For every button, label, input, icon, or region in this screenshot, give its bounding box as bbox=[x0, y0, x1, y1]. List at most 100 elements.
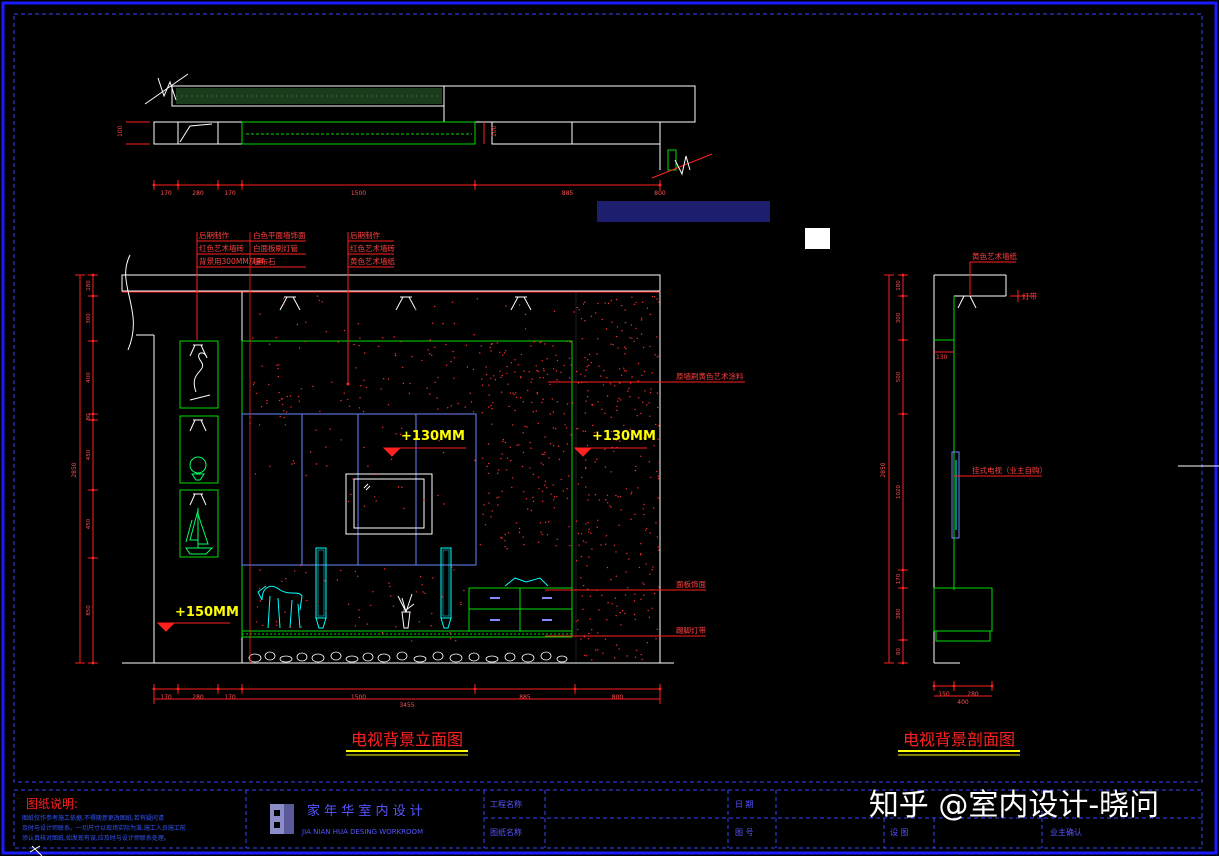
texture-dot bbox=[541, 360, 543, 362]
texture-dot bbox=[583, 636, 586, 638]
texture-dot bbox=[512, 424, 514, 426]
decor-object bbox=[504, 577, 549, 587]
texture-dot bbox=[544, 451, 546, 454]
texture-dot bbox=[602, 384, 605, 386]
texture-dot bbox=[490, 516, 492, 518]
spotlight-icon bbox=[279, 296, 301, 311]
texture-dot bbox=[566, 488, 568, 490]
texture-dot bbox=[539, 376, 541, 379]
texture-dot bbox=[392, 605, 395, 607]
texture-dot bbox=[498, 469, 500, 471]
texture-dot bbox=[485, 366, 487, 368]
texture-dot bbox=[282, 297, 285, 300]
texture-dot bbox=[502, 438, 504, 441]
texture-dot bbox=[315, 429, 317, 431]
texture-dot bbox=[642, 401, 644, 403]
texture-dot bbox=[255, 392, 258, 395]
texture-dot bbox=[631, 337, 633, 340]
sect-dim-node bbox=[990, 684, 994, 688]
texture-dot bbox=[524, 425, 526, 427]
texture-dot bbox=[432, 436, 435, 438]
texture-dot bbox=[285, 578, 287, 580]
texture-dot bbox=[401, 427, 403, 429]
texture-dot bbox=[488, 462, 490, 465]
texture-dot bbox=[651, 607, 653, 609]
texture-dot bbox=[350, 493, 352, 496]
texture-dot bbox=[658, 461, 660, 464]
texture-dot bbox=[429, 393, 431, 395]
texture-dot bbox=[590, 532, 592, 534]
elev-vdim-label: 450 bbox=[86, 449, 92, 460]
elevation-view bbox=[121, 232, 745, 664]
sect-vdim-label: 500 bbox=[896, 371, 902, 382]
texture-dot bbox=[624, 594, 627, 596]
texture-dot bbox=[325, 330, 328, 333]
texture-dot bbox=[479, 543, 481, 546]
texture-dot bbox=[526, 426, 528, 428]
cursor-mark bbox=[29, 845, 43, 856]
texture-dot bbox=[383, 568, 386, 570]
svg-text:100: 100 bbox=[117, 125, 124, 137]
texture-dot bbox=[580, 373, 582, 375]
texture-dot bbox=[575, 560, 578, 562]
texture-dot bbox=[336, 579, 338, 581]
texture-dot bbox=[635, 649, 638, 651]
texture-dot bbox=[500, 376, 502, 379]
texture-dot bbox=[616, 644, 618, 646]
texture-dot bbox=[546, 534, 549, 536]
texture-dot bbox=[527, 508, 529, 510]
texture-dot bbox=[505, 350, 507, 352]
texture-dot bbox=[643, 370, 646, 373]
texture-dot bbox=[481, 384, 484, 386]
texture-dot bbox=[343, 329, 346, 332]
texture-dot bbox=[442, 452, 445, 454]
texture-dot bbox=[284, 611, 286, 613]
texture-dot bbox=[553, 445, 555, 447]
sect-dim-node bbox=[952, 684, 956, 688]
texture-dot bbox=[569, 377, 571, 379]
texture-dot bbox=[542, 368, 545, 370]
texture-dot bbox=[504, 441, 507, 444]
texture-dot bbox=[626, 552, 628, 555]
texture-dot bbox=[604, 412, 606, 414]
texture-dot bbox=[563, 450, 565, 453]
texture-dot bbox=[616, 409, 618, 412]
texture-dot bbox=[641, 658, 643, 661]
texture-dot bbox=[613, 385, 616, 387]
texture-dot bbox=[427, 349, 429, 351]
texture-dot bbox=[354, 625, 357, 627]
texture-dot bbox=[658, 425, 660, 427]
texture-dot bbox=[590, 315, 593, 317]
texture-dot bbox=[319, 410, 321, 412]
texture-dot bbox=[276, 364, 278, 366]
texture-dot bbox=[434, 346, 436, 349]
texture-dot bbox=[585, 541, 587, 544]
texture-dot bbox=[585, 369, 587, 371]
texture-dot bbox=[520, 397, 522, 399]
texture-dot bbox=[556, 538, 558, 541]
texture-dot bbox=[649, 532, 651, 534]
texture-dot bbox=[640, 333, 643, 335]
texture-dot bbox=[641, 317, 643, 319]
texture-dot bbox=[635, 465, 637, 467]
svg-text:100: 100 bbox=[491, 125, 498, 137]
texture-dot bbox=[623, 367, 625, 369]
texture-dot bbox=[616, 605, 618, 607]
vase-plant-icon bbox=[397, 593, 415, 629]
texture-dot bbox=[290, 406, 292, 408]
texture-dot bbox=[363, 505, 366, 507]
texture-dot bbox=[451, 301, 454, 303]
texture-dot bbox=[382, 337, 384, 339]
texture-dot bbox=[542, 398, 544, 400]
texture-dot bbox=[657, 438, 659, 440]
texture-dot bbox=[630, 493, 632, 495]
sect-vdim-label: 300 bbox=[896, 312, 902, 323]
texture-dot bbox=[543, 453, 545, 456]
texture-dot bbox=[606, 377, 608, 379]
texture-dot bbox=[633, 303, 636, 305]
texture-dot bbox=[603, 369, 605, 372]
texture-dot bbox=[372, 591, 374, 593]
texture-dot bbox=[515, 392, 517, 394]
texture-dot bbox=[363, 352, 366, 354]
